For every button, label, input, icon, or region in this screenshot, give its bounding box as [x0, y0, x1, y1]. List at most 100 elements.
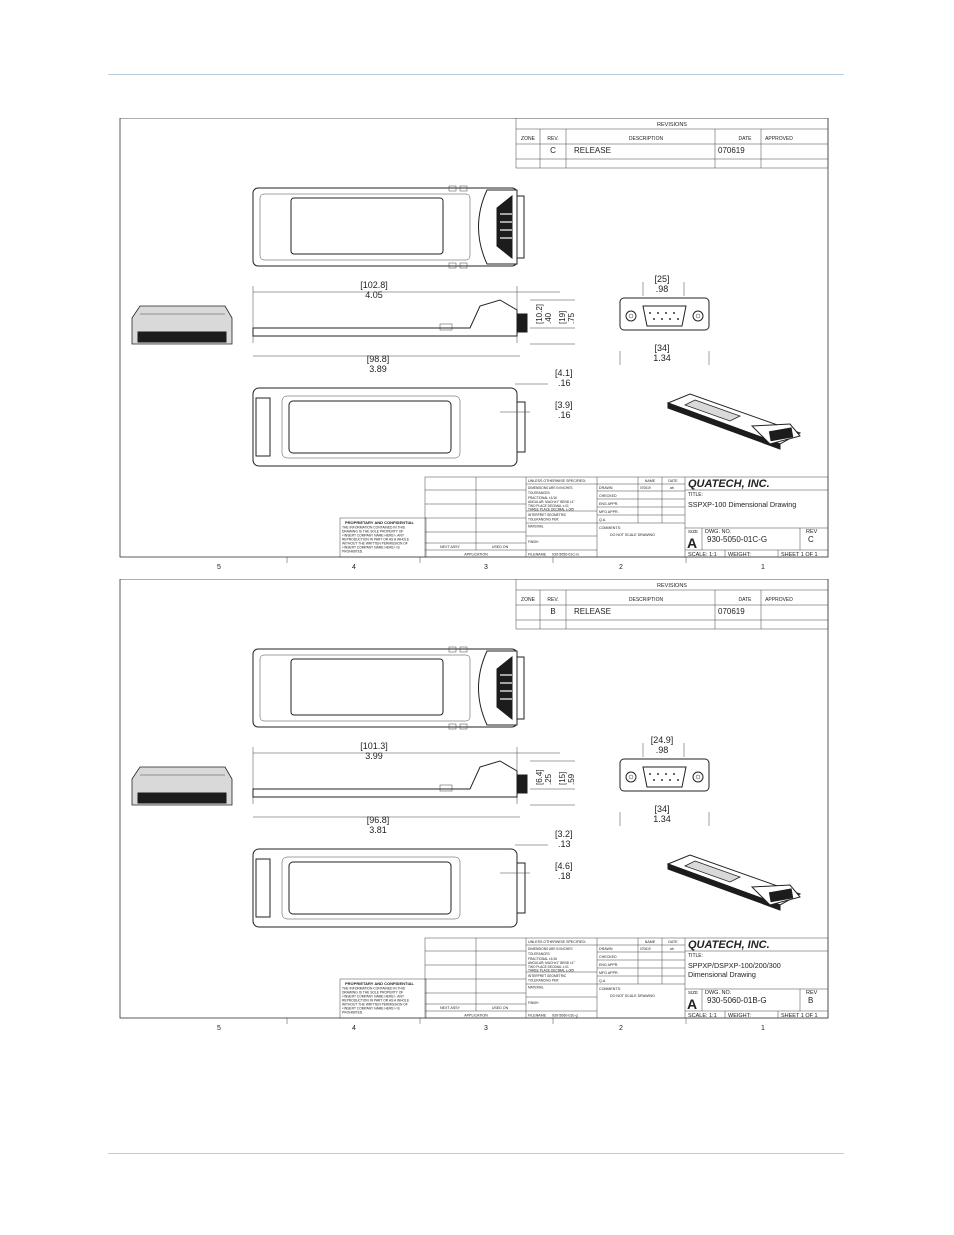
tb-finish: FINISH	[528, 540, 539, 544]
prop-line-4: <INSERT COMPANY NAME HERE>. ANY	[342, 534, 405, 538]
dim-overall-in: 3.99	[365, 751, 383, 761]
tb-mfg-appr: MFG APPR.	[599, 971, 619, 975]
tb-fractional: FRACTIONAL ±1/16	[528, 957, 557, 961]
dim-overall-in: 4.05	[365, 290, 383, 300]
tb-dims-in: DIMENSIONS ARE IN INCHES	[528, 486, 572, 490]
tb-checked: CHECKED	[599, 494, 617, 498]
tb-dwg-no: 930-5060-01B-G	[707, 996, 767, 1005]
tb-used-on: USED ON	[492, 545, 509, 549]
rev-col-approved: APPROVED	[765, 597, 793, 603]
title-block: UNLESS OTHERWISE SPECIFIED: DIMENSIONS A…	[424, 476, 829, 558]
dim-height-b-in: .75	[567, 312, 576, 324]
tb-three-place: THREE PLACE DECIMAL ±.005	[528, 969, 574, 973]
dim-overall-mm: [102.8]	[360, 280, 388, 290]
zone-markers: 5 4 3 2 1	[217, 1018, 765, 1032]
dim-offset-a-in: .16	[558, 378, 571, 388]
zone-3: 3	[484, 564, 488, 571]
side-view	[252, 286, 575, 357]
dim-offset-a-mm: [4.1]	[555, 368, 573, 378]
end-view-left	[131, 305, 233, 345]
tb-scale: SCALE: 1:1	[688, 552, 717, 558]
dim-end-width-in: .98	[656, 284, 669, 294]
tb-title-line2: Dimensional Drawing	[688, 970, 756, 979]
tb-tolerances: TOLERANCES:	[528, 952, 551, 956]
dim-offset-a-mm: [3.2]	[555, 829, 573, 839]
tb-dwg-label: DWG. NO.	[705, 529, 732, 535]
tb-next-assy: NEXT ASSY	[440, 1006, 461, 1010]
tb-name-col: NAME	[645, 479, 656, 483]
rev-col-zone: ZONE	[521, 597, 536, 603]
prop-line-6: WITHOUT THE WRITTEN PERMISSION OF	[342, 542, 408, 546]
bottom-view	[252, 383, 548, 467]
drawing-sheet-1: REVISIONS ZONE REV. DESCRIPTION DATE APP…	[119, 118, 829, 571]
zone-3: 3	[484, 1025, 488, 1032]
isometric-view	[666, 393, 802, 450]
prop-line-7: <INSERT COMPANY NAME HERE> IS	[342, 546, 400, 550]
isometric-view	[666, 854, 802, 911]
connector-end-view	[619, 282, 710, 365]
dim-offset-a-in: .13	[558, 839, 571, 849]
rev-col-zone: ZONE	[521, 136, 536, 142]
tb-title-label: TITLE:	[688, 953, 703, 959]
tb-filename: 930-5050-01C-G	[552, 553, 579, 557]
prop-line-8: PROHIBITED.	[342, 550, 363, 554]
tb-drawn-date: 070619	[640, 947, 651, 951]
rev-col-description: DESCRIPTION	[629, 136, 664, 142]
prop-line-2: THE INFORMATION CONTAINED IN THIS	[342, 526, 406, 530]
tb-fractional: FRACTIONAL ±1/16	[528, 496, 557, 500]
dim-end-overall-in: 1.34	[653, 814, 671, 824]
tb-do-not-scale: DO NOT SCALE DRAWING	[610, 533, 655, 537]
rev-col-approved: APPROVED	[765, 136, 793, 142]
prop-line-7: <INSERT COMPANY NAME HERE> IS	[342, 1007, 400, 1011]
drawing-sheet-2: REVISIONS ZONE REV. DESCRIPTION DATE APP…	[119, 579, 829, 1032]
rev-col-date: DATE	[739, 136, 753, 142]
zone-5: 5	[217, 564, 221, 571]
tb-date-col: DATE	[668, 479, 678, 483]
tb-application: APPLICATION	[464, 1014, 488, 1018]
tb-size: A	[687, 996, 697, 1012]
tb-dwg-no: 930-5050-01C-G	[707, 535, 767, 544]
proprietary-note: PROPRIETARY AND CONFIDENTIAL THE INFORMA…	[339, 978, 427, 1019]
tb-scale: SCALE: 1:1	[688, 1013, 717, 1019]
top-view	[252, 185, 525, 269]
tb-drawn-name: wk	[670, 947, 674, 951]
rev-col-rev: REV.	[547, 136, 558, 142]
revisions-table: REVISIONS ZONE REV. DESCRIPTION DATE APP…	[515, 579, 829, 630]
tb-used-on: USED ON	[492, 1006, 509, 1010]
tb-unless: UNLESS OTHERWISE SPECIFIED:	[528, 940, 586, 944]
prop-line-5: REPRODUCTION IN PART OR AS A WHOLE	[342, 999, 410, 1003]
tb-next-assy: NEXT ASSY	[440, 545, 461, 549]
prop-line-3: DRAWING IS THE SOLE PROPERTY OF	[342, 991, 403, 995]
footer-rule	[108, 1153, 844, 1154]
tb-material: MATERIAL	[528, 525, 544, 529]
zone-4: 4	[352, 564, 356, 571]
dim-end-overall-mm: [34]	[654, 343, 669, 353]
tb-application: APPLICATION	[464, 553, 488, 557]
dimension-labels: [101.3] 3.99 [96.8] 3.81 [6.4] .25 [15] …	[360, 735, 673, 881]
dim-height-a-in: .25	[544, 773, 553, 785]
tb-filename-label: FILENAME	[528, 553, 547, 557]
tb-rev-label: REV	[806, 990, 818, 996]
revisions-header: REVISIONS	[657, 122, 687, 128]
tb-two-place: TWO PLACE DECIMAL ±.01	[528, 965, 569, 969]
zone-1: 1	[761, 1025, 765, 1032]
prop-line-6: WITHOUT THE WRITTEN PERMISSION OF	[342, 1003, 408, 1007]
tb-weight: WEIGHT:	[728, 1013, 751, 1019]
dim-offset-b-mm: [3.9]	[555, 400, 573, 410]
zone-2: 2	[619, 564, 623, 571]
revisions-header: REVISIONS	[657, 583, 687, 589]
tb-interpret: INTERPRET GEOMETRIC	[528, 513, 567, 517]
zone-5: 5	[217, 1025, 221, 1032]
tb-size-label: SIZE	[688, 990, 698, 995]
tb-two-place: TWO PLACE DECIMAL ±.01	[528, 504, 569, 508]
tb-filename-label: FILENAME	[528, 1014, 547, 1018]
dim-card-in: 3.89	[369, 364, 387, 374]
tb-tolerances: TOLERANCES:	[528, 491, 551, 495]
prop-line-4: <INSERT COMPANY NAME HERE>. ANY	[342, 995, 405, 999]
tb-comments: COMMENTS:	[599, 526, 621, 530]
tb-comments: COMMENTS:	[599, 987, 621, 991]
prop-line-2: THE INFORMATION CONTAINED IN THIS	[342, 987, 406, 991]
tb-interpret: INTERPRET GEOMETRIC	[528, 974, 567, 978]
tb-rev: C	[808, 535, 814, 544]
dim-end-width-mm: [24.9]	[651, 735, 674, 745]
